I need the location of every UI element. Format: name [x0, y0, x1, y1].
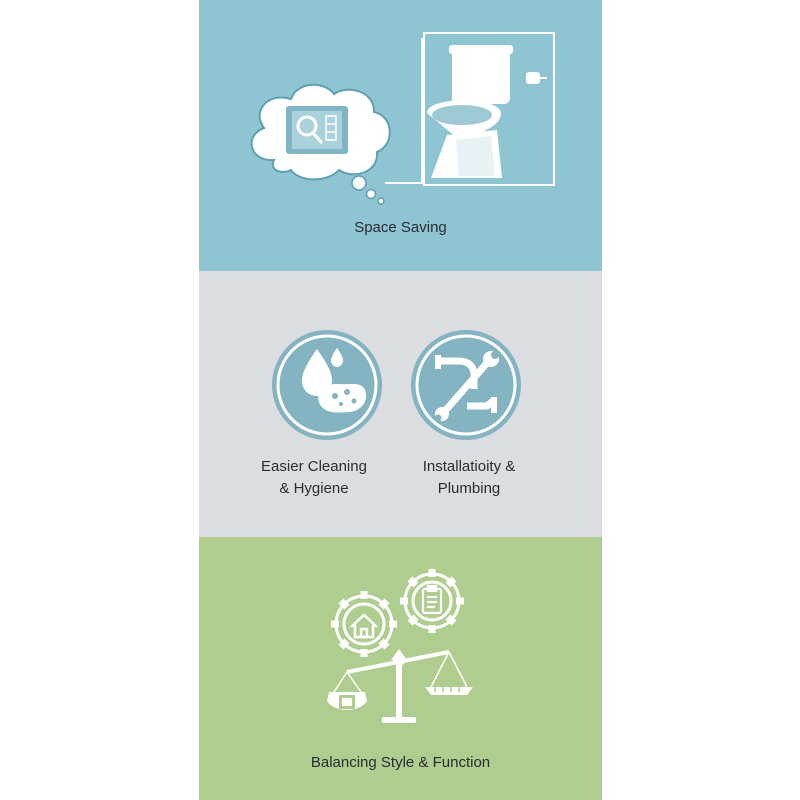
installation-label-line2: Plumbing	[437, 480, 501, 497]
cleaning-badge	[272, 330, 382, 440]
balance-scale-icon	[327, 649, 473, 723]
cleaning-installation-illustration	[272, 330, 521, 440]
gear-icon	[331, 591, 397, 657]
toilet-paper-icon	[526, 72, 547, 84]
balance-illustration	[327, 569, 473, 723]
space-saving-panel: Space Saving	[199, 0, 602, 271]
balance-panel: Balancing Style & Function	[199, 537, 602, 800]
house-icon	[350, 613, 378, 639]
cleaning-label-line1: Easier Cleaning	[261, 458, 367, 475]
balance-label: Balancing Style & Function	[310, 754, 491, 771]
magnifier-plan-icon	[286, 106, 348, 154]
clipboard-icon	[421, 584, 443, 615]
water-drop-icon	[302, 348, 343, 396]
cleaning-installation-panel: Easier Cleaning & Hygiene Installatioity…	[199, 271, 602, 537]
installation-label-line1: Installatioity &	[422, 458, 516, 475]
cleaning-label-line2: & Hygiene	[279, 480, 349, 497]
gear-icon	[400, 569, 464, 633]
cleaning-label: Easier Cleaning & Hygiene	[239, 456, 389, 500]
wrench-icon	[434, 351, 499, 422]
space-saving-illustration	[250, 32, 555, 205]
space-saving-label: Space Saving	[354, 219, 447, 236]
sponge-icon	[318, 383, 367, 413]
installation-badge	[411, 330, 521, 440]
installation-label: Installatioity & Plumbing	[389, 456, 549, 500]
toilet-icon	[427, 45, 513, 178]
